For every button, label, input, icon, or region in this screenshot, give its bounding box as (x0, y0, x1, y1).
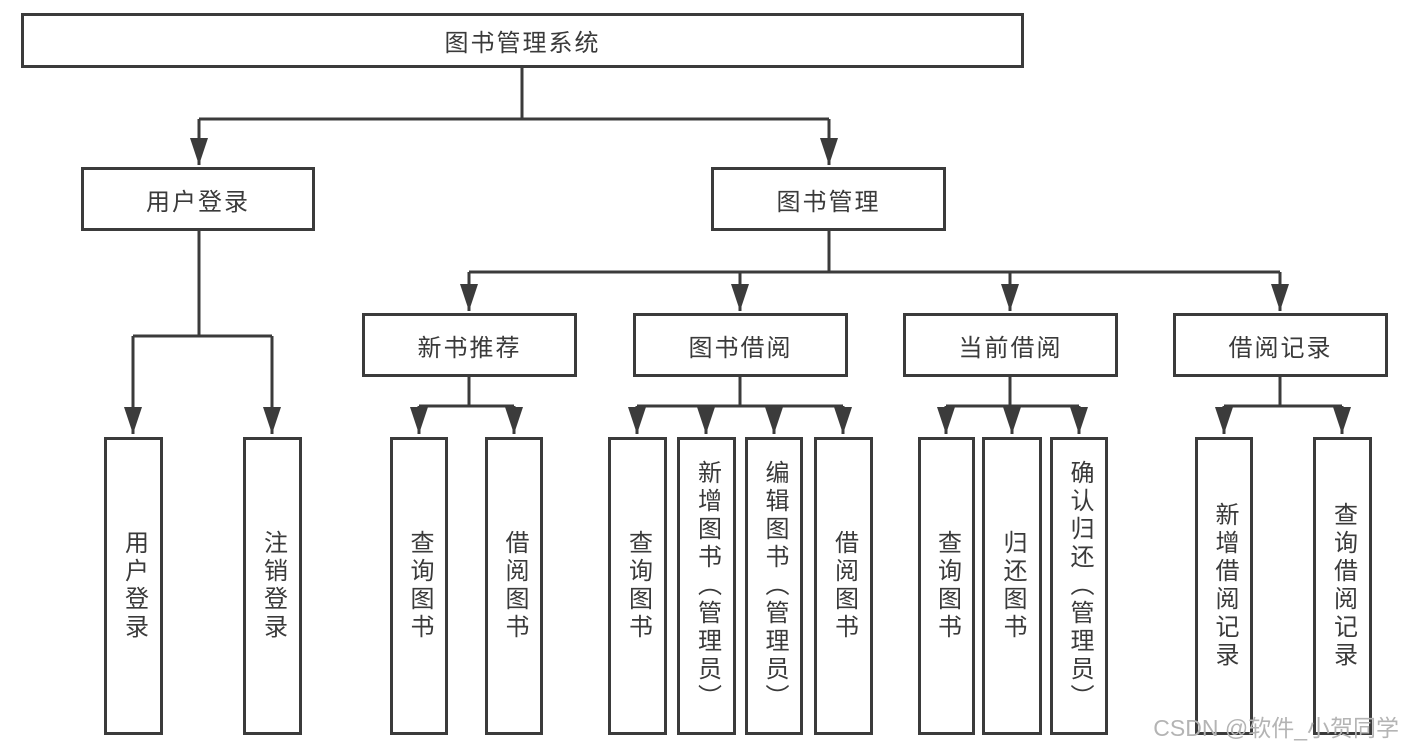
node-borrowing-records: 借阅记录 (1173, 313, 1388, 377)
leaf-add-borrowing-record: 新增借阅记录 (1195, 437, 1253, 735)
leaf-logout-login: 注销登录 (243, 437, 302, 735)
node-book-borrowing-label: 图书借阅 (688, 334, 793, 362)
node-borrowing-records-label: 借阅记录 (1228, 334, 1333, 362)
leaf-return-books-label: 归还图书 (999, 530, 1026, 642)
leaf-edit-books-admin-label: 编辑图书（管理员） (761, 460, 788, 712)
leaf-user-login: 用户登录 (104, 437, 163, 735)
leaf-borrow-books-borrowing: 借阅图书 (814, 437, 873, 735)
node-new-book-recommendation: 新书推荐 (362, 313, 577, 377)
leaf-edit-books-admin: 编辑图书（管理员） (745, 437, 803, 735)
node-book-management: 图书管理 (711, 167, 946, 231)
leaf-borrow-books-recommend: 借阅图书 (485, 437, 543, 735)
leaf-add-books-admin-label: 新增图书（管理员） (693, 460, 721, 712)
leaf-user-login-label: 用户登录 (120, 530, 148, 642)
node-library-management-system-label: 图书管理系统 (444, 30, 601, 57)
leaf-query-borrowing-record-label: 查询借阅记录 (1329, 502, 1357, 670)
leaf-borrow-books-recommend-label: 借阅图书 (501, 530, 528, 642)
node-new-book-recommendation-label: 新书推荐 (417, 334, 522, 362)
node-current-borrowing: 当前借阅 (903, 313, 1118, 377)
leaf-add-books-admin: 新增图书（管理员） (677, 437, 736, 735)
leaf-borrow-books-borrowing-label: 借阅图书 (830, 530, 858, 642)
node-user-login: 用户登录 (81, 167, 315, 231)
leaf-query-books-recommend-label: 查询图书 (406, 530, 433, 642)
node-book-borrowing: 图书借阅 (633, 313, 848, 377)
node-book-management-label: 图书管理 (776, 188, 881, 216)
node-current-borrowing-label: 当前借阅 (958, 334, 1063, 362)
leaf-confirm-return-admin: 确认归还（管理员） (1050, 437, 1108, 735)
node-user-login-label: 用户登录 (146, 188, 250, 216)
leaf-query-borrowing-record: 查询借阅记录 (1313, 437, 1372, 735)
leaf-query-books-current-label: 查询图书 (933, 530, 961, 642)
node-library-management-system: 图书管理系统 (21, 13, 1024, 68)
leaf-return-books: 归还图书 (982, 437, 1042, 735)
leaf-query-books-borrowing: 查询图书 (608, 437, 667, 735)
leaf-logout-login-label: 注销登录 (259, 530, 287, 642)
leaf-query-books-borrowing-label: 查询图书 (624, 530, 652, 642)
leaf-add-borrowing-record-label: 新增借阅记录 (1211, 502, 1238, 670)
leaf-confirm-return-admin-label: 确认归还（管理员） (1066, 460, 1093, 712)
leaf-query-books-recommend: 查询图书 (390, 437, 448, 735)
leaf-query-books-current: 查询图书 (918, 437, 975, 735)
csdn-watermark: CSDN @软件_小贺同学 (1153, 715, 1399, 741)
